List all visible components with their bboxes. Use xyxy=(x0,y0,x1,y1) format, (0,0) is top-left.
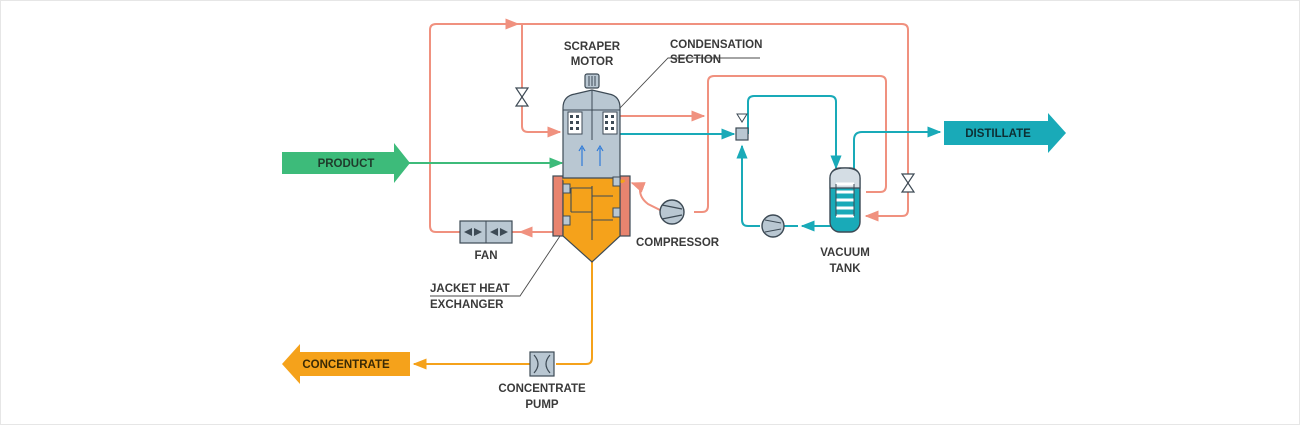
concentrate-pump xyxy=(529,351,555,377)
valve-right-icon xyxy=(900,173,916,193)
ejector xyxy=(735,113,749,141)
concentrate-line xyxy=(412,262,593,370)
scraper-motor-label-2: MOTOR xyxy=(571,56,614,68)
refrigerant-lines xyxy=(429,18,909,238)
concentrate-pump-label-2: PUMP xyxy=(525,399,559,411)
product-label: PRODUCT xyxy=(318,158,375,170)
distillate-arrow: DISTILLATE xyxy=(944,113,1066,153)
vacuum-tank-label-2: TANK xyxy=(829,263,861,275)
jacket-label-1: JACKET HEAT xyxy=(430,283,510,295)
scraper-motor-label-1: SCRAPER xyxy=(564,41,621,53)
jacket-right xyxy=(619,175,631,237)
condensation-label-1: CONDENSATION xyxy=(670,39,762,51)
product-arrow: PRODUCT xyxy=(282,143,410,183)
concentrate-arrow: CONCENTRATE xyxy=(282,344,410,384)
concentrate-pump-label-1: CONCENTRATE xyxy=(498,383,586,395)
condensation-label-2: SECTION xyxy=(670,54,721,66)
vacuum-pump xyxy=(761,214,785,238)
compressor xyxy=(659,199,685,225)
distillate-label: DISTILLATE xyxy=(965,128,1031,140)
refrigerant-line-valve-left xyxy=(521,24,562,138)
vapor-arrows xyxy=(578,144,604,166)
vacuum-tank xyxy=(829,167,861,233)
fan xyxy=(459,220,513,244)
vacuum-tank-label-1: VACUUM xyxy=(820,247,870,259)
leader-lines xyxy=(430,57,760,297)
compressor-label: COMPRESSOR xyxy=(636,237,720,249)
jacket-label-2: EXCHANGER xyxy=(430,299,504,311)
concentrate-label: CONCENTRATE xyxy=(302,359,390,371)
jacket-left xyxy=(552,175,564,237)
fan-label: FAN xyxy=(475,250,498,262)
valve-left-icon xyxy=(514,87,530,107)
evaporator-vessel xyxy=(552,73,631,263)
